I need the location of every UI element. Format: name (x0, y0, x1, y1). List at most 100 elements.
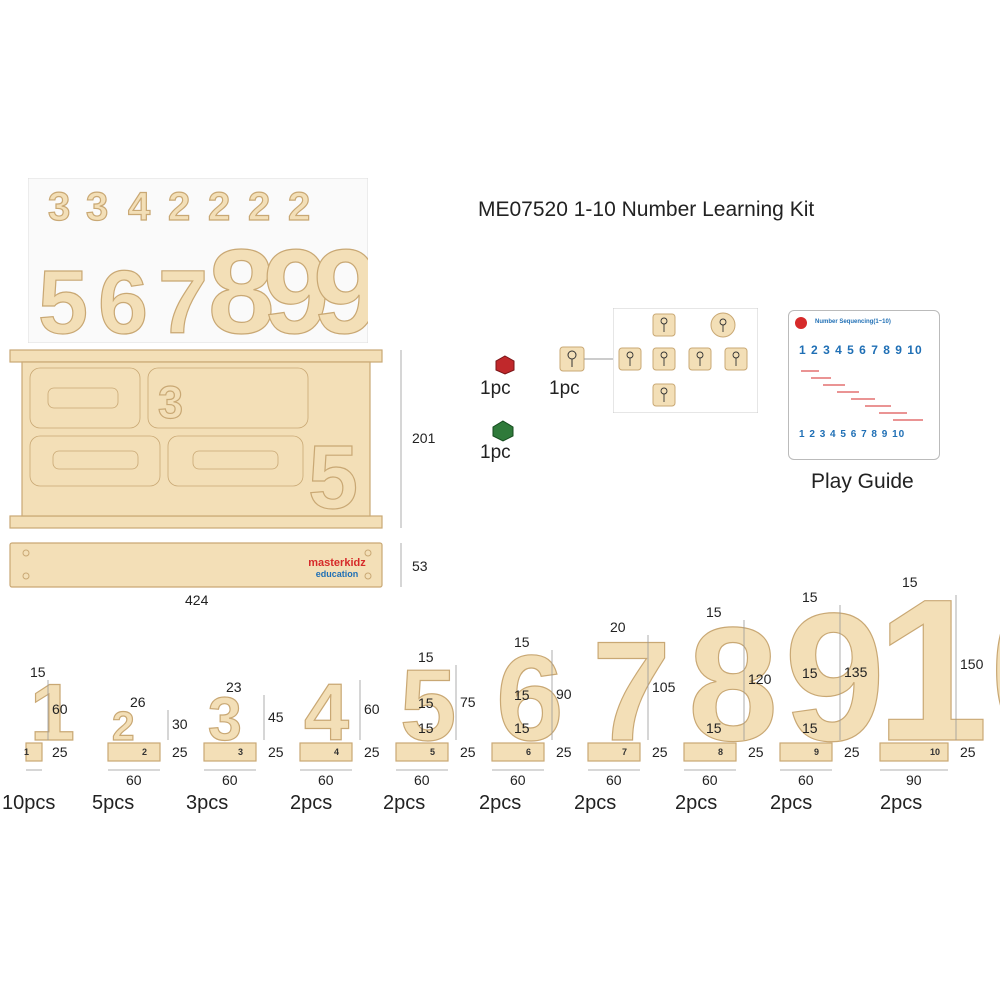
number-base-3 (203, 742, 257, 762)
number-base-7 (587, 742, 641, 762)
lid-height-dimension: 53 (412, 558, 428, 574)
piece-base-height-9: 25 (844, 744, 860, 760)
guide-heading: Number Sequencing(1~10) (815, 319, 891, 325)
box-height-dimension: 201 (412, 430, 436, 446)
piece-width-7: 60 (606, 772, 622, 788)
piece-width-9: 60 (798, 772, 814, 788)
number-base-1 (25, 742, 43, 762)
piece-height-7: 105 (652, 678, 676, 695)
piece-base-height-10: 25 (960, 744, 976, 760)
svg-text:4: 4 (128, 185, 151, 229)
piece-top-dimension-5: 15 (418, 649, 434, 665)
svg-text:2: 2 (248, 185, 270, 229)
base-digit-2: 2 (142, 747, 147, 757)
piece-base-height-8: 25 (748, 744, 764, 760)
guide-steps-illustration (801, 370, 923, 421)
green-die-quantity: 1pc (480, 442, 511, 463)
piece-low-dimension-8: 15 (706, 720, 722, 736)
brand-logo-subtext: education (315, 569, 359, 579)
figure-card-quantity: 1pc (549, 378, 580, 399)
piece-base-height-5: 25 (460, 744, 476, 760)
piece-height-4: 60 (364, 701, 380, 717)
base-digit-6: 6 (526, 747, 531, 757)
guide-number-row: 1 2 3 4 5 6 7 8 9 10 (799, 343, 923, 357)
piece-width-3: 60 (222, 772, 238, 788)
piece-mid-dimension-6: 15 (514, 687, 530, 703)
piece-height-9: 135 (844, 663, 868, 680)
piece-width-5: 60 (414, 772, 430, 788)
piece-top-dimension-3: 23 (226, 679, 242, 695)
svg-text:2: 2 (168, 185, 190, 229)
piece-quantity-1: 10pcs (2, 792, 56, 814)
piece-width-6: 60 (510, 772, 526, 788)
number-base-2 (107, 742, 161, 762)
play-guide-label: Play Guide (811, 470, 914, 493)
svg-text:9: 9 (313, 225, 368, 343)
piece-width-10: 90 (906, 772, 922, 788)
svg-text:6: 6 (98, 253, 148, 343)
piece-quantity-5: 2pcs (383, 792, 426, 814)
svg-text:3: 3 (158, 377, 183, 428)
svg-text:3: 3 (86, 185, 108, 229)
svg-text:2: 2 (208, 185, 230, 229)
piece-height-2: 30 (172, 716, 188, 732)
guide-number-row-bottom: 1 2 3 4 5 6 7 8 9 10 (799, 429, 906, 440)
piece-quantity-10: 2pcs (880, 792, 923, 814)
piece-top-dimension-10: 15 (902, 574, 918, 590)
piece-quantity-6: 2pcs (479, 792, 522, 814)
piece-height-1: 60 (52, 701, 68, 717)
piece-base-height-7: 25 (652, 744, 668, 760)
svg-text:5: 5 (308, 428, 358, 528)
piece-height-10: 150 (960, 656, 984, 672)
piece-low-dimension-6: 15 (514, 720, 530, 736)
piece-width-8: 60 (702, 772, 718, 788)
svg-text:9: 9 (263, 225, 330, 343)
piece-quantity-8: 2pcs (675, 792, 718, 814)
number-base-4 (299, 742, 353, 762)
storage-box-illustration: 5 3 (9, 349, 402, 588)
red-die-quantity: 1pc (480, 378, 511, 399)
piece-base-height-1: 25 (52, 744, 68, 760)
base-digit-9: 9 (814, 747, 819, 757)
figure-cards-layout (613, 308, 758, 413)
piece-base-height-4: 25 (364, 744, 380, 760)
svg-text:3: 3 (48, 185, 70, 229)
piece-base-height-3: 25 (268, 744, 284, 760)
box-width-dimension: 424 (185, 592, 209, 608)
piece-height-8: 120 (748, 671, 772, 687)
piece-quantity-4: 2pcs (290, 792, 333, 814)
product-title: ME07520 1-10 Number Learning Kit (478, 198, 815, 221)
piece-mid-dimension-5: 15 (418, 694, 434, 711)
figure-card-icon (559, 346, 613, 372)
piece-top-dimension-1: 15 (30, 664, 46, 680)
number-base-8 (683, 742, 737, 762)
piece-quantity-9: 2pcs (770, 792, 813, 814)
base-digit-3: 3 (238, 747, 243, 757)
svg-text:7: 7 (158, 253, 208, 343)
red-die-icon (495, 355, 515, 375)
piece-height-3: 45 (268, 708, 284, 725)
piece-top-dimension-9: 15 (802, 589, 818, 605)
piece-base-height-2: 25 (172, 744, 188, 760)
piece-top-dimension-6: 15 (514, 634, 530, 650)
piece-height-6: 90 (556, 686, 572, 702)
piece-quantity-2: 5pcs (92, 792, 135, 814)
piece-mid-dimension-9: 15 (802, 664, 818, 681)
piece-top-dimension-8: 15 (706, 604, 722, 620)
number-piece-3: 3 (208, 685, 242, 753)
brand-logo-text: masterkidz (308, 557, 366, 569)
svg-text:2: 2 (288, 185, 310, 229)
svg-text:5: 5 (38, 253, 88, 343)
play-guide-card: Number Sequencing(1~10) 1 2 3 4 5 6 7 8 … (788, 310, 940, 460)
green-die-icon (492, 420, 514, 442)
base-digit-5: 5 (430, 747, 435, 757)
number-base-9 (779, 742, 833, 762)
piece-quantity-7: 2pcs (574, 792, 617, 814)
piece-height-5: 75 (460, 693, 476, 710)
base-digit-7: 7 (622, 747, 627, 757)
piece-base-height-6: 25 (556, 744, 572, 760)
number-pieces-illustration: 1122334455667788991010 (24, 595, 1000, 784)
base-digit-8: 8 (718, 747, 723, 757)
number-piece-2: 2 (112, 703, 135, 749)
svg-text:8: 8 (208, 225, 275, 343)
